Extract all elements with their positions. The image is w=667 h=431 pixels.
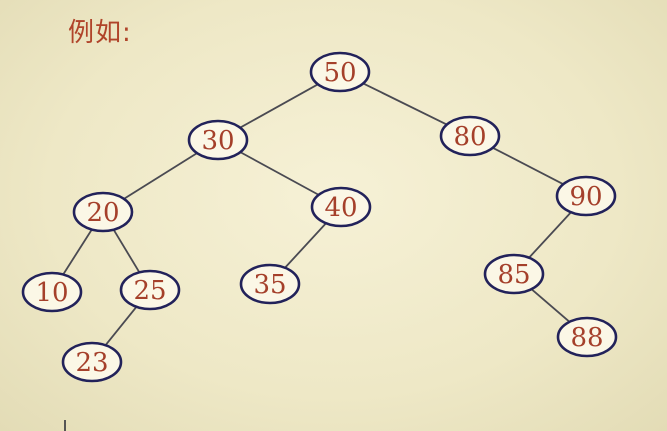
edge-30-20 [123, 152, 198, 200]
example-title: 例如: [68, 18, 132, 48]
tree-node-35: 35 [239, 263, 301, 305]
tree-node-50: 50 [309, 51, 371, 93]
node-ellipse [556, 316, 618, 358]
edge-20-10 [62, 229, 93, 275]
tree-node-25: 25 [119, 269, 181, 311]
cursor-mark [64, 420, 66, 431]
edge-85-88 [530, 288, 571, 323]
tree-node-90: 90 [555, 175, 617, 217]
node-ellipse [61, 341, 123, 383]
tree-node-40: 40 [310, 186, 372, 228]
tree-node-20: 20 [72, 191, 134, 233]
tree-node-10: 10 [21, 271, 83, 313]
node-label: 40 [324, 193, 357, 223]
edge-20-25 [112, 229, 141, 273]
node-ellipse [119, 269, 181, 311]
edge-40-35 [284, 222, 327, 269]
tree-node-85: 85 [483, 253, 545, 295]
node-label: 50 [323, 58, 356, 88]
node-ellipse [309, 51, 371, 93]
node-label: 30 [201, 126, 234, 156]
node-label: 10 [35, 278, 68, 308]
node-ellipse [72, 191, 134, 233]
node-label: 88 [570, 323, 603, 353]
node-ellipse [239, 263, 301, 305]
node-ellipse [187, 119, 249, 161]
node-ellipse [439, 115, 501, 157]
node-label: 90 [569, 182, 602, 212]
node-label: 23 [75, 348, 108, 378]
tree-node-88: 88 [556, 316, 618, 358]
node-label: 80 [453, 122, 486, 152]
edge-30-40 [239, 151, 320, 196]
edge-50-80 [362, 82, 448, 126]
edge-25-23 [104, 306, 138, 346]
tree-node-23: 23 [61, 341, 123, 383]
edge-90-85 [528, 211, 572, 259]
tree-node-80: 80 [439, 115, 501, 157]
tree-nodes: 50 30 80 20 40 90 10 25 35 85 23 88 [21, 51, 618, 383]
node-ellipse [483, 253, 545, 295]
node-ellipse [21, 271, 83, 313]
node-label: 20 [86, 198, 119, 228]
node-ellipse [310, 186, 372, 228]
node-ellipse [555, 175, 617, 217]
tree-edges [62, 82, 572, 346]
edge-50-30 [239, 83, 319, 129]
node-label: 25 [133, 276, 166, 306]
node-label: 35 [253, 270, 286, 300]
node-label: 85 [497, 260, 530, 290]
tree-node-30: 30 [187, 119, 249, 161]
edge-80-90 [492, 146, 564, 186]
